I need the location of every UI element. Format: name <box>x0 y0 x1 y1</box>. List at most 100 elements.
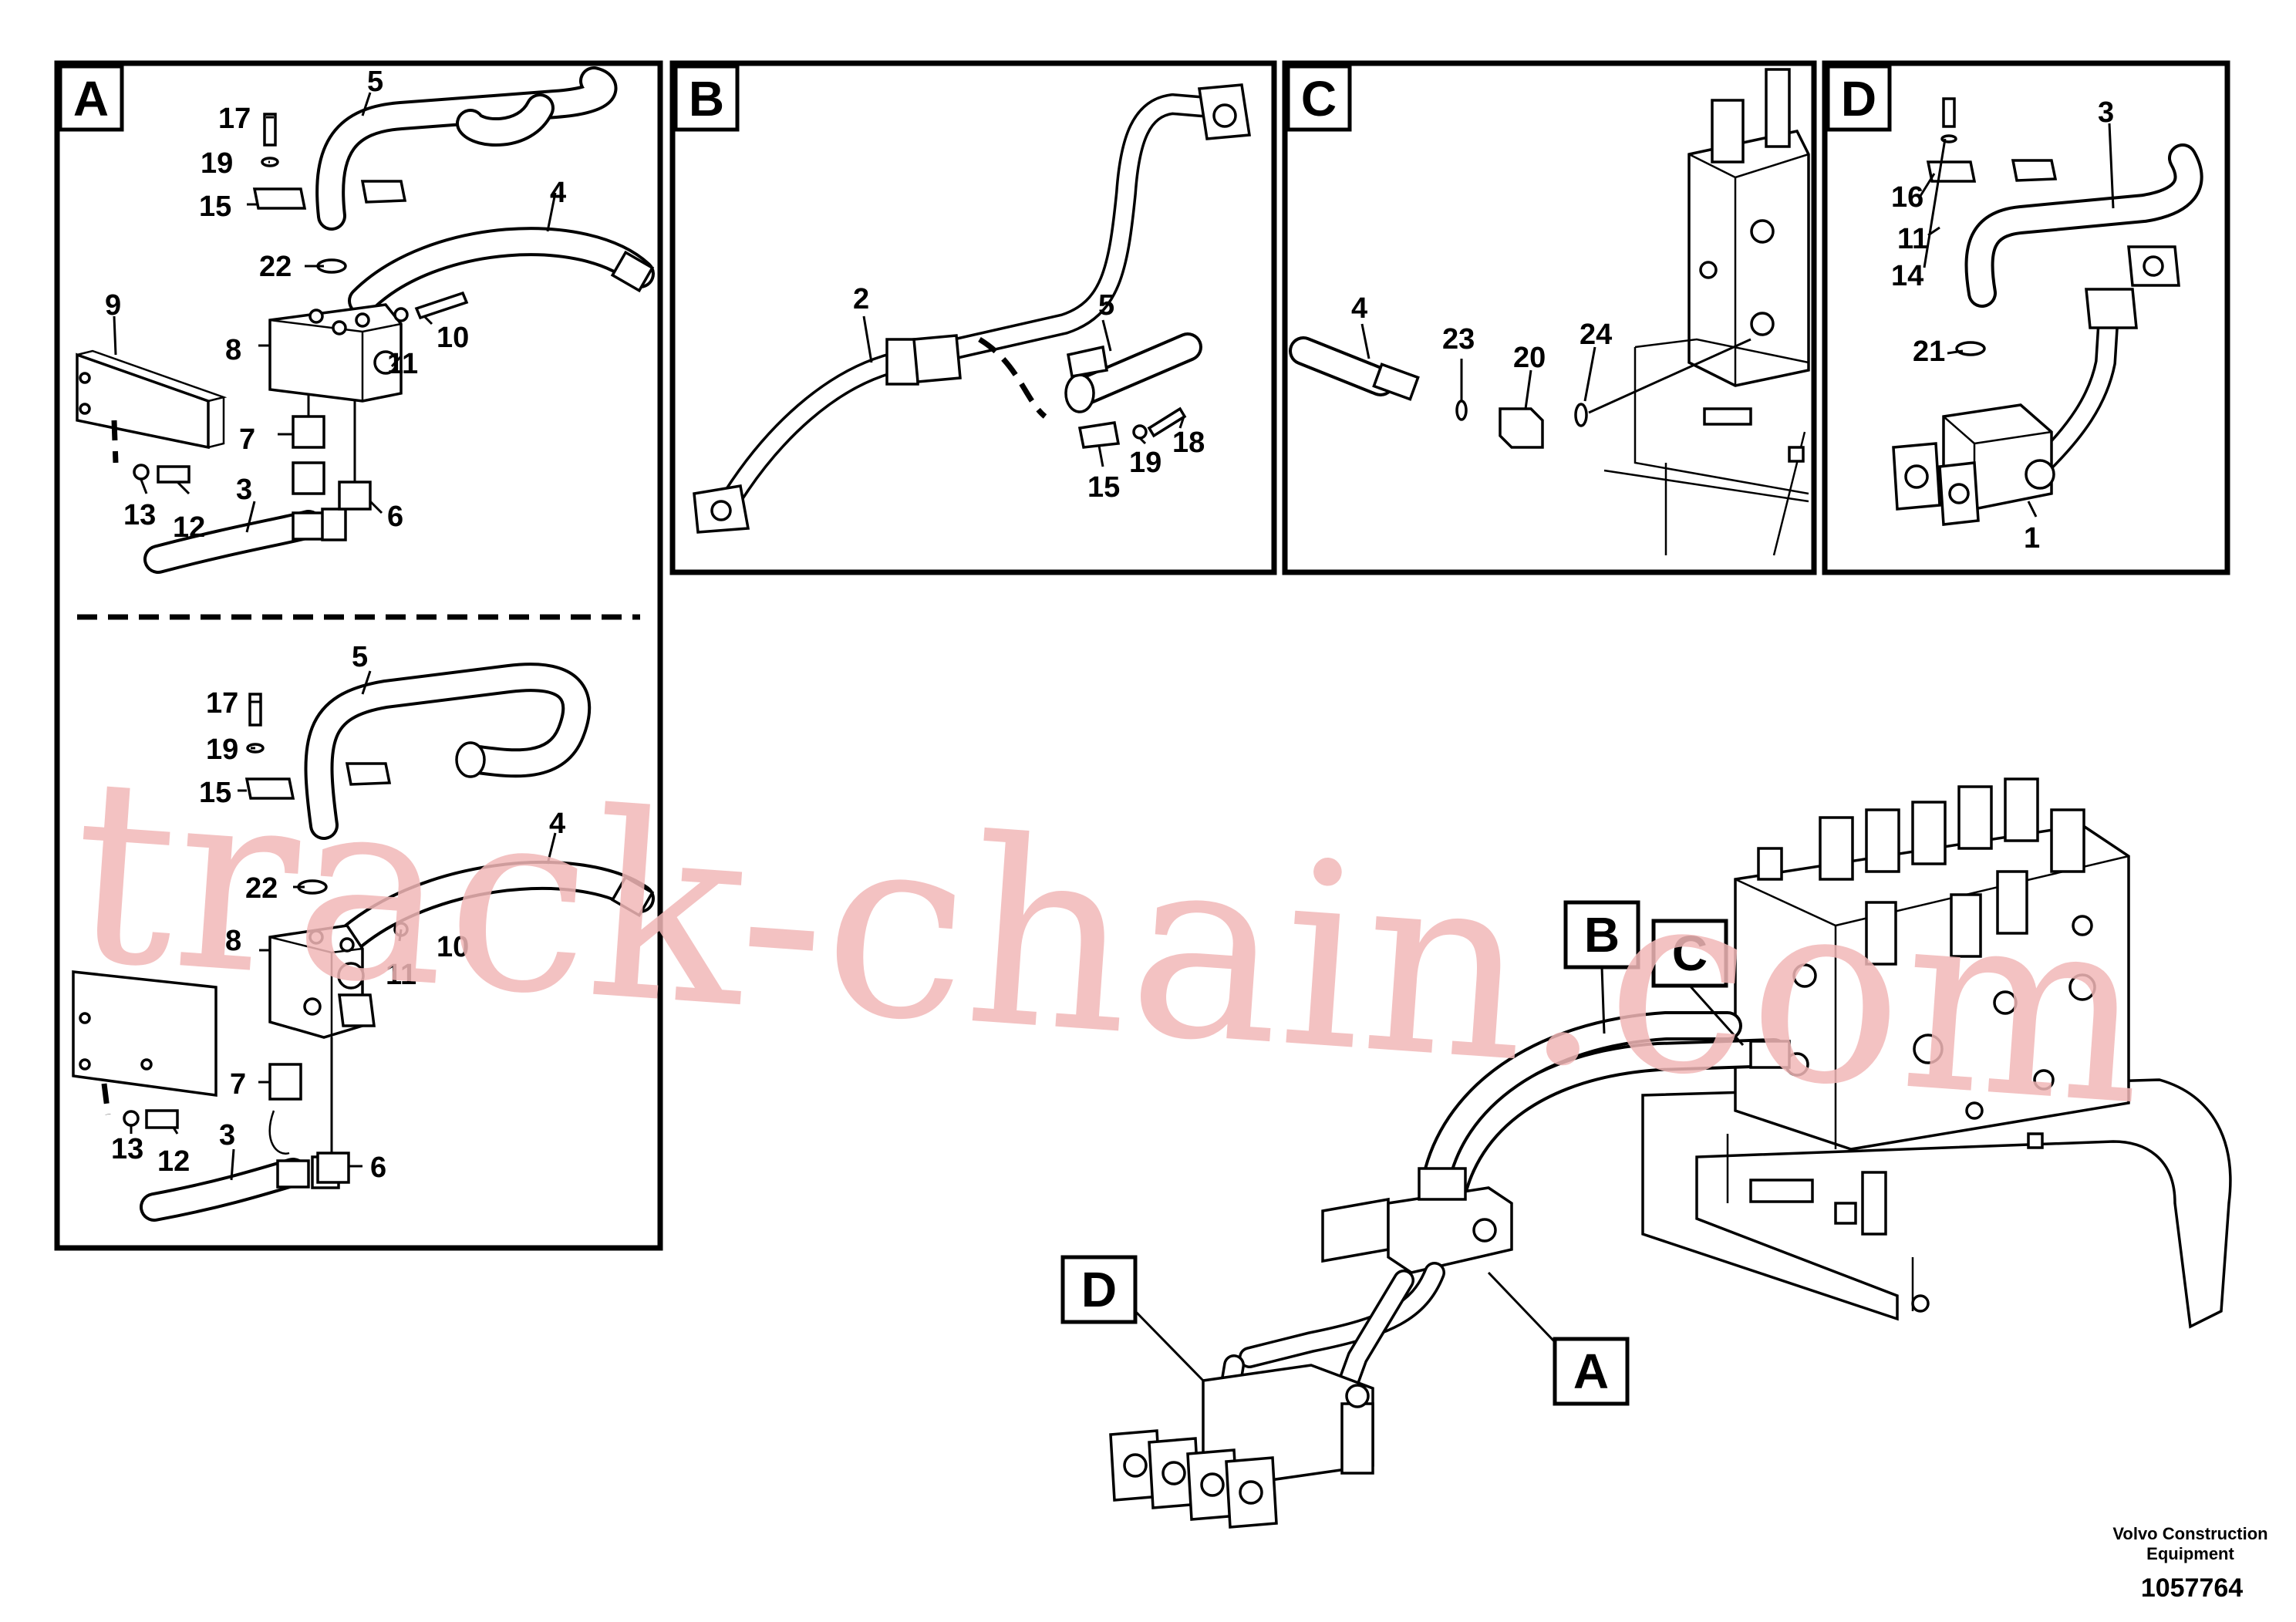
bracket-overview <box>1321 1197 1390 1263</box>
brand-line-2: Equipment <box>2146 1544 2234 1563</box>
callout-15-b: 15 <box>1087 471 1120 504</box>
callout-13: 13 <box>123 499 156 531</box>
valve-block-c <box>1687 130 1810 387</box>
callout-16-d: 16 <box>1891 181 1923 214</box>
block-overview-a <box>1387 1186 1513 1274</box>
callout-5: 5 <box>367 66 383 98</box>
overview-tag-a-box <box>1553 1337 1630 1406</box>
overview-tag-a: A <box>1573 1344 1609 1399</box>
callout-20-c: 20 <box>1513 342 1546 374</box>
oring-23-c <box>1455 400 1468 421</box>
oring-21-d <box>1955 341 1986 356</box>
callout-4-c: 4 <box>1351 292 1367 325</box>
clamp-15-b <box>1077 421 1121 449</box>
washer-19-b <box>1132 424 1148 440</box>
clamp-15-top <box>252 187 307 210</box>
callout-19: 19 <box>201 147 233 180</box>
callout-15: 15 <box>199 191 231 223</box>
mounting-frame <box>1641 1078 2232 1329</box>
callout-12-bottom: 12 <box>157 1145 190 1178</box>
callout-2: 2 <box>853 283 869 315</box>
panel-c-frame <box>1282 60 1817 575</box>
callout-4: 4 <box>550 177 566 209</box>
callout-11: 11 <box>387 348 418 380</box>
callout-10-bottom: 10 <box>437 931 469 963</box>
callout-17-bottom: 17 <box>206 687 238 720</box>
washer-11-top <box>393 307 409 322</box>
panel-d-tag: D <box>1841 71 1876 126</box>
block-8-top <box>268 303 403 403</box>
overview-assembly: B C D A <box>1060 777 2232 1529</box>
panel-a-tag-box <box>58 64 124 132</box>
callout-22-bottom: 22 <box>245 872 278 905</box>
panel-c-tag: C <box>1301 71 1337 126</box>
overview-tag-b: B <box>1584 907 1620 963</box>
callout-4-bottom: 4 <box>549 808 565 840</box>
callout-1-d: 1 <box>2024 522 2040 555</box>
bolt-18-b <box>1147 406 1187 438</box>
callout-18-b: 18 <box>1172 427 1205 459</box>
fitting-7-bottom <box>268 1063 302 1101</box>
bolt-12-top <box>157 465 190 484</box>
overview-tag-b-box <box>1563 900 1640 969</box>
bracket-9-bottom <box>72 970 217 1098</box>
panel-b-tag: B <box>689 71 724 126</box>
callout-13-bottom: 13 <box>111 1133 143 1165</box>
fitting-6-bottom <box>316 1152 350 1184</box>
panel-c: C 4 23 20 24 <box>1282 60 1817 575</box>
callout-19-b: 19 <box>1129 447 1161 479</box>
panel-b: B 2 5 18 19 15 <box>669 60 1277 575</box>
document-number: 1057764 <box>2141 1573 2243 1603</box>
callout-8-bottom: 8 <box>225 925 241 957</box>
callout-5-b: 5 <box>1098 289 1114 322</box>
panel-c-tag-box <box>1286 64 1352 132</box>
overview-tag-c: C <box>1672 926 1708 981</box>
panel-a: A <box>54 60 663 1251</box>
bolt-17-bottom <box>248 693 262 727</box>
clamp-15-bottom <box>244 777 295 800</box>
callout-11-bottom: 11 <box>386 959 416 991</box>
callout-22: 22 <box>259 251 292 283</box>
callout-15-bottom: 15 <box>199 777 231 809</box>
panel-b-tag-box <box>673 64 740 132</box>
panel-d-tag-box <box>1826 64 1892 132</box>
bolt-16-d <box>1942 97 1956 128</box>
fitting-7-top <box>292 415 325 449</box>
callout-10: 10 <box>437 322 469 354</box>
panel-a-tag: A <box>73 71 109 126</box>
collar-2 <box>885 338 919 386</box>
callout-5-bottom: 5 <box>352 641 368 673</box>
callout-3-bottom: 3 <box>219 1119 235 1152</box>
callout-12: 12 <box>173 511 205 544</box>
elbow-20-c <box>1499 407 1544 449</box>
oring-24-c <box>1574 403 1588 427</box>
callout-14-d: 14 <box>1891 260 1923 292</box>
callout-7: 7 <box>239 423 255 456</box>
callout-23-c: 23 <box>1442 323 1475 356</box>
fitting-6-top <box>338 481 372 511</box>
callout-3: 3 <box>236 474 252 506</box>
washer-13-bottom <box>123 1110 140 1127</box>
overview-tag-d: D <box>1081 1262 1117 1317</box>
panel-d: D 3 16 11 14 21 1 <box>1822 60 2230 575</box>
panel-d-frame <box>1822 60 2230 575</box>
callout-17: 17 <box>218 103 251 135</box>
brand-line-1: Volvo Construction <box>2112 1524 2267 1543</box>
callout-21-d: 21 <box>1913 336 1945 368</box>
clamp-b-top <box>1066 345 1109 379</box>
callout-7-bottom: 7 <box>230 1068 246 1101</box>
panel-a-frame <box>54 60 663 1251</box>
bolt-10-top <box>414 291 469 320</box>
panel-b-frame <box>669 60 1277 575</box>
callout-24-c: 24 <box>1580 319 1612 351</box>
callout-3-d: 3 <box>2098 96 2114 129</box>
callout-9: 9 <box>105 289 121 322</box>
washer-13-top <box>133 464 150 481</box>
bolt-17-top <box>263 113 277 147</box>
callout-6-bottom: 6 <box>370 1152 386 1184</box>
watermark: track-chain.com <box>63 722 2154 1162</box>
callout-11-d: 11 <box>1897 223 1928 255</box>
callout-6: 6 <box>387 501 403 533</box>
